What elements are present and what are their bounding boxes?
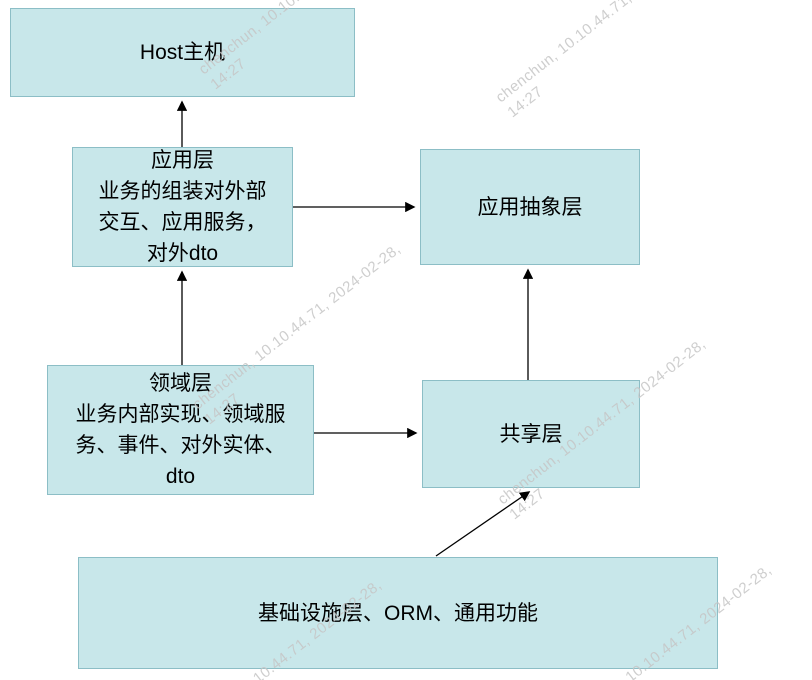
watermark: chenchun, 10.10.44.71, 2024-02-28, 14:27 [492, 0, 719, 122]
watermark-line2: 14:27 [504, 83, 547, 122]
node-host-label: Host主机 [139, 41, 226, 64]
edge-infrastructure-to-shared [435, 491, 531, 557]
node-application-layer: 应用层 业务的组装对外部 交互、应用服务， 对外dto [72, 147, 293, 267]
node-host: Host主机 [10, 8, 355, 97]
node-shared-layer: 共享层 [422, 380, 640, 488]
node-infrastructure-layer: 基础设施层、ORM、通用功能 [78, 557, 718, 669]
node-domain-layer: 领域层 业务内部实现、领域服 务、事件、对外实体、 dto [47, 365, 314, 495]
node-shared-layer-label: 共享层 [499, 422, 563, 446]
node-domain-layer-label: 领域层 业务内部实现、领域服 务、事件、对外实体、 dto [75, 372, 286, 488]
node-application-layer-label: 应用层 业务的组装对外部 交互、应用服务， 对外dto [98, 149, 267, 265]
node-infrastructure-layer-label: 基础设施层、ORM、通用功能 [258, 601, 538, 625]
watermark-line1: chenchun, 10.10.44.71, 2024-02-28, [492, 0, 708, 107]
node-application-abstraction-layer-label: 应用抽象层 [477, 195, 583, 219]
node-application-abstraction-layer: 应用抽象层 [420, 149, 640, 265]
